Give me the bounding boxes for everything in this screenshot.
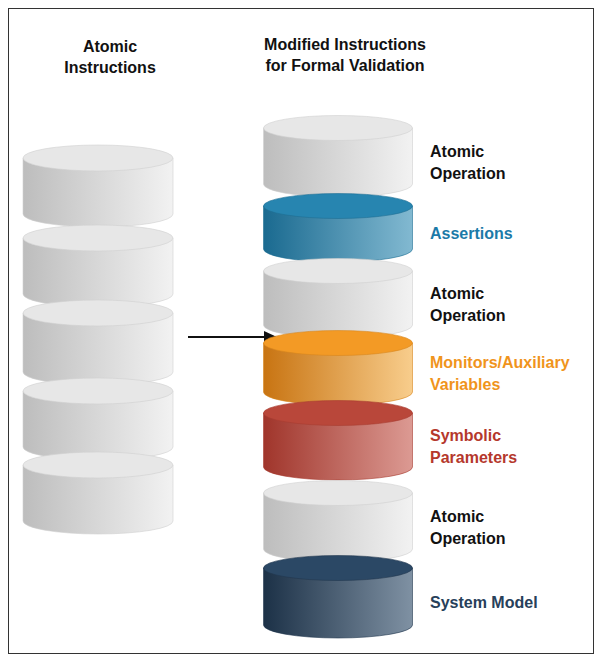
cylinder-shape: [263, 400, 414, 481]
cylinder-shape: [263, 480, 414, 563]
cylinder-label: Atomic Operation: [430, 506, 540, 550]
cylinder-label: Symbolic Parameters: [430, 425, 590, 469]
cylinder-shape: [263, 115, 414, 198]
stack-cylinder: Assertions: [263, 193, 596, 262]
cylinder-shape: [263, 258, 414, 339]
cylinder: [23, 300, 173, 385]
stack-cylinder: Monitors/Auxiliary Variables: [263, 330, 596, 405]
transform-arrow: [188, 331, 277, 343]
cylinder-label: Atomic Operation: [430, 283, 540, 327]
cylinder-shape: [263, 330, 414, 406]
cylinder: [23, 145, 173, 227]
column-heading: Atomic Instructions: [40, 36, 180, 78]
cylinder-label: System Model: [430, 592, 590, 614]
frame: [9, 9, 594, 654]
cylinder-shape: [263, 555, 414, 639]
cylinder: [23, 378, 173, 460]
cylinder-label: Monitors/Auxiliary Variables: [430, 352, 590, 396]
cylinder-shape: [263, 193, 414, 263]
cylinder: [23, 225, 173, 307]
stack-cylinder: Symbolic Parameters: [263, 400, 596, 480]
stack-cylinder: Atomic Operation: [263, 258, 546, 338]
left-stack: [23, 145, 173, 534]
stack-cylinder: Atomic Operation: [263, 480, 546, 562]
cylinder: [23, 452, 173, 534]
stack-cylinder: System Model: [263, 555, 596, 638]
stack-cylinder: Atomic Operation: [263, 115, 546, 197]
cylinder-label: Assertions: [430, 223, 590, 245]
column-heading: Modified Instructions for Formal Validat…: [262, 34, 428, 76]
cylinder-label: Atomic Operation: [430, 141, 540, 185]
